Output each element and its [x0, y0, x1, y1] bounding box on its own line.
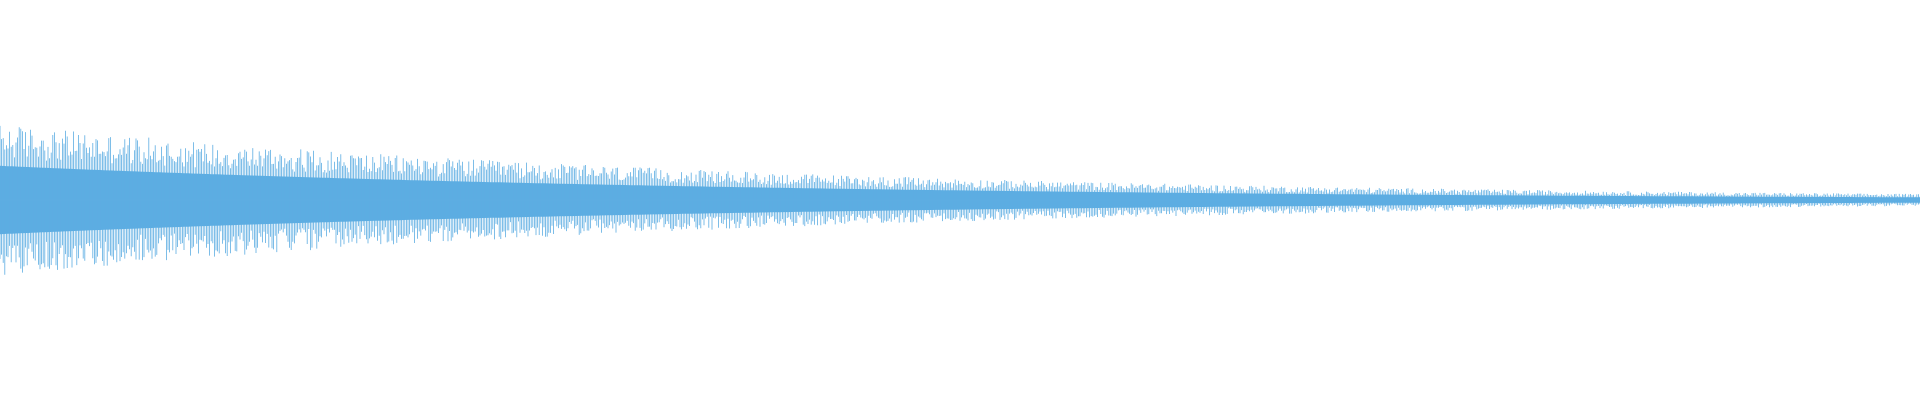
- waveform-samples: [0, 125, 1920, 275]
